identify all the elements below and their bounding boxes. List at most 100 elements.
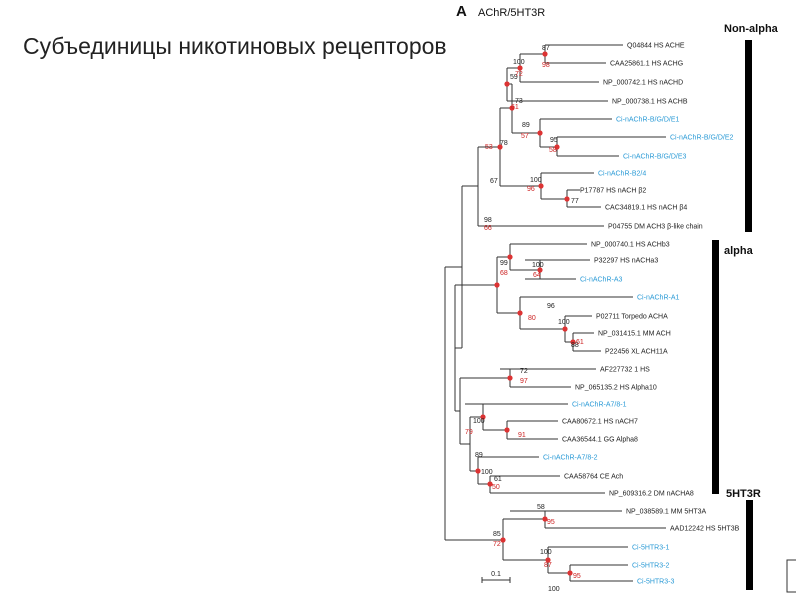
- leaf-label: Ci-nAChR-A7/8-1: [572, 402, 627, 409]
- leaf-label: NP_065135.2 HS Alpha10: [575, 385, 657, 392]
- bootstrap-value: 61: [494, 476, 502, 483]
- leaf-label: Ci-5HTR3-1: [632, 545, 669, 552]
- group-label: alpha: [724, 245, 754, 257]
- node-dot: [537, 130, 543, 136]
- leaf-label: Ci-nAChR-B/G/D/E2: [670, 135, 734, 142]
- node-dot: [564, 196, 570, 202]
- leaf-label: P22456 XL ACH11A: [605, 349, 668, 356]
- leaf-label: CAC34819.1 HS nACH β4: [605, 205, 687, 212]
- leaf-label: NP_609316.2 DM nACHA8: [609, 491, 694, 498]
- leaf-label: CAA36544.1 GG Alpha8: [562, 437, 638, 444]
- leaf-label: Ci-nAChR-A7/8-2: [543, 455, 598, 462]
- leaf-label: AF227732 1 HS: [600, 367, 650, 374]
- leaf-label: Ci-nAChR-B/G/D/E3: [623, 154, 687, 161]
- bootstrap-value: 72: [515, 71, 523, 78]
- node-dot: [542, 516, 548, 522]
- bootstrap-value: 89: [522, 122, 530, 129]
- scale-bar-label: 0.1: [491, 571, 501, 578]
- bootstrap-value: 58: [549, 147, 557, 154]
- bootstrap-value: 53: [485, 144, 493, 151]
- bootstrap-value: 79: [465, 429, 473, 436]
- corner-bracket: [786, 559, 796, 593]
- bootstrap-value: 64: [533, 272, 541, 279]
- bootstrap-value: 87: [544, 562, 552, 569]
- node-dot: [517, 65, 523, 71]
- leaf-label: NP_038589.1 MM 5HT3A: [626, 509, 706, 516]
- node-dot: [480, 414, 486, 420]
- bootstrap-value: 57: [521, 133, 529, 140]
- bootstrap-value: 88: [571, 342, 579, 349]
- leaf-label: CAA58764 CE Ach: [564, 474, 623, 481]
- panel-letter: A: [456, 3, 467, 20]
- group-bar: [746, 500, 753, 590]
- bootstrap-value: 91: [518, 432, 526, 439]
- bootstrap-value: 80: [528, 315, 536, 322]
- node-dot: [545, 557, 551, 563]
- bootstrap-value: 61: [576, 339, 584, 346]
- bootstrap-value: 87: [542, 45, 550, 52]
- node-dot: [567, 570, 573, 576]
- leaf-label: P02711 Torpedo ACHA: [596, 314, 668, 321]
- node-dot: [475, 468, 481, 474]
- bootstrap-value: 100: [558, 319, 570, 326]
- bootstrap-value: 78: [500, 140, 508, 147]
- leaf-label: Ci-nAChR-B2/4: [598, 171, 646, 178]
- slide-title: Субъединицы никотиновых рецепторов: [23, 33, 447, 59]
- leaf-label: NP_000740.1 HS ACHb3: [591, 242, 670, 249]
- node-dot: [487, 481, 493, 487]
- bootstrap-value: 95: [573, 573, 581, 580]
- bootstrap-value: 68: [500, 270, 508, 277]
- bootstrap-value: 100: [540, 549, 552, 556]
- bootstrap-value: 89: [475, 452, 483, 459]
- leaf-label: Ci-nAChR-A3: [580, 277, 623, 284]
- node-dot: [494, 282, 500, 288]
- bootstrap-value: 72: [493, 541, 501, 548]
- leaf-label: Ci-nAChR-B/G/D/E1: [616, 117, 680, 124]
- bootstrap-value: 96: [547, 303, 555, 310]
- panel-title: AChR/5HT3R: [478, 7, 545, 19]
- node-dot: [542, 51, 548, 57]
- leaf-label: NP_031415.1 MM ACH: [598, 331, 671, 338]
- node-dot: [517, 310, 523, 316]
- leaf-label: Ci-nAChR-A1: [637, 295, 680, 302]
- group-label: Non-alpha: [724, 23, 779, 35]
- leaf-label: P32297 HS nACHa3: [594, 258, 658, 265]
- leaf-label: NP_000738.1 HS ACHB: [612, 99, 688, 106]
- bootstrap-value: 98: [484, 217, 492, 224]
- bootstrap-value: 58: [537, 504, 545, 511]
- group-bar: [745, 40, 752, 232]
- node-dot: [538, 183, 544, 189]
- bootstrap-value: 59: [510, 74, 518, 81]
- leaf-label: Ci-5HTR3-2: [632, 563, 669, 570]
- bootstrap-value: 100: [548, 586, 560, 593]
- bootstrap-value: 100: [473, 418, 485, 425]
- node-dot: [507, 254, 513, 260]
- node-dot: [497, 144, 503, 150]
- bootstrap-value: 50: [492, 484, 500, 491]
- bootstrap-value: 100: [513, 59, 525, 66]
- bootstrap-value: 61: [511, 104, 519, 111]
- bootstrap-value: 67: [490, 178, 498, 185]
- node-dot: [504, 427, 510, 433]
- bootstrap-value: 100: [532, 262, 544, 269]
- node-dot: [562, 326, 568, 332]
- bootstrap-value: 66: [484, 225, 492, 232]
- bootstrap-value: 85: [493, 531, 501, 538]
- bootstrap-value: 72: [520, 368, 528, 375]
- leaf-label: NP_000742.1 HS nACHD: [603, 80, 683, 87]
- bootstrap-value: 100: [530, 177, 542, 184]
- bootstrap-value: 77: [571, 198, 579, 205]
- leaf-label: CAA25861.1 HS ACHG: [610, 61, 683, 68]
- leaf-label: Ci-5HTR3-3: [637, 579, 674, 586]
- leaf-label: AAD12242 HS 5HT3B: [670, 526, 740, 533]
- node-dot: [570, 339, 576, 345]
- bootstrap-value: 95: [547, 519, 555, 526]
- node-dot: [507, 375, 513, 381]
- node-dot: [504, 81, 510, 87]
- group-label: 5HT3R: [726, 488, 761, 500]
- bootstrap-value: 96: [527, 186, 535, 193]
- leaf-label: Q04844 HS ACHE: [627, 43, 685, 50]
- bootstrap-value: 100: [481, 469, 493, 476]
- bootstrap-value: 73: [515, 98, 523, 105]
